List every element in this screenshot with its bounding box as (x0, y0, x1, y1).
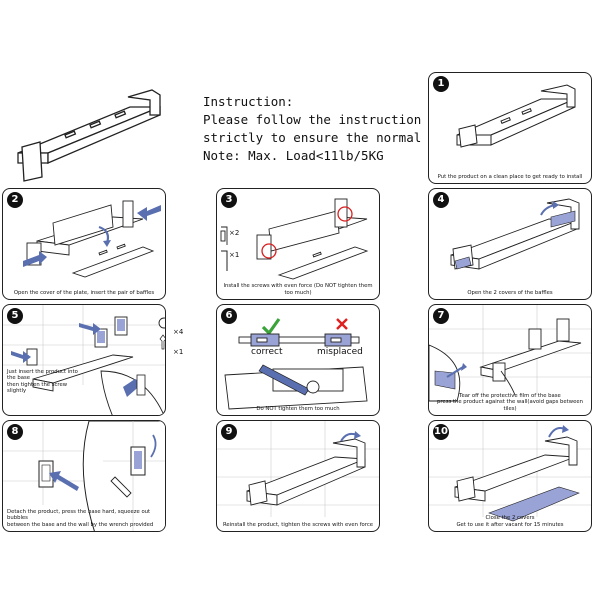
step-2-panel: 2 Open the cover of the plate, insert th… (2, 188, 166, 300)
tightening-comparison-diagram (224, 318, 368, 410)
shelf-icon (456, 84, 576, 148)
misplaced-label: misplaced (317, 347, 363, 357)
caption-line: between the base and the wall by the wre… (7, 521, 154, 528)
instruction-note: Instruction: Please follow the instructi… (203, 93, 459, 165)
step-1-panel: 1 Put the product on a clean place to ge… (428, 72, 592, 184)
step-6-panel: 6 correct misplaced Do NOT tighten them … (216, 304, 380, 416)
reinstall-diagram (217, 421, 379, 517)
caption-line: Get to use it after vacant for 15 minute… (456, 521, 564, 528)
step-10-panel: 10 Close the 2 covers Get to use it afte… (428, 420, 592, 532)
step-4-number: 4 (433, 192, 449, 208)
step-8-caption: Detach the product, press the base hard,… (7, 509, 163, 528)
step-9-number: 9 (221, 424, 237, 440)
step-6-number: 6 (221, 308, 237, 324)
screw-count-label: ×2 (229, 229, 240, 237)
instruction-line: strictly to ensure the normal use. (203, 130, 459, 145)
step-6-caption: Do NOT tighten them too much (256, 405, 340, 412)
hex-key-count-label: ×1 (229, 251, 240, 259)
base-insert-diagram (3, 305, 165, 415)
film-removal-diagram (429, 305, 591, 402)
step-4-panel: 4 Open the 2 covers of the baffles (428, 188, 592, 300)
caption-line: Close the 2 covers (485, 515, 535, 522)
screw-install-diagram (220, 198, 369, 280)
step-4-caption: Open the 2 covers of the baffles (467, 289, 553, 296)
correct-label: correct (251, 347, 283, 357)
caption-line: Detach the product, press the base hard,… (7, 508, 151, 522)
step-8-number: 8 (7, 424, 23, 440)
shelf-illustration (17, 89, 161, 182)
step-1-number: 1 (433, 76, 449, 92)
close-covers-diagram (429, 421, 591, 522)
step-8-panel: 8 Detach the product, press the base har… (2, 420, 166, 532)
caption-line: Tear off the protective film of the base (459, 392, 561, 399)
step-5-caption: Just insert the product into the base th… (7, 369, 87, 395)
step-5-panel: 5 ×4 ×1 Just insert the product into the… (2, 304, 166, 416)
baffle-covers-diagram (450, 198, 580, 270)
step-10-number: 10 (433, 424, 449, 440)
step-7-number: 7 (433, 308, 449, 324)
wrench-count-visible: ×1 (173, 348, 184, 356)
step-9-panel: 9 Reinstall the product, tighten the scr… (216, 420, 380, 532)
caption-line: press the product against the wall(avoid… (437, 399, 583, 412)
step-3-number: 3 (221, 192, 237, 208)
step-5-number: 5 (7, 308, 23, 324)
instruction-line: Please follow the instruction (203, 112, 422, 127)
step-7-caption: Tear off the protective film of the base… (431, 393, 589, 412)
step-1-caption: Put the product on a clean place to get … (437, 173, 583, 180)
max-load-note: Note: Max. Load<11lb/5KG (203, 148, 384, 163)
caption-line: then tighten the screw slightly (7, 381, 68, 395)
instruction-title: Instruction: (203, 94, 294, 109)
step-3-panel: 3 ×2 ×1 Install the screws with even for… (216, 188, 380, 300)
nut-count-visible: ×4 (173, 328, 184, 336)
step-2-number: 2 (7, 192, 23, 208)
step-7-panel: 7 Tear off the protective film of the ba… (428, 304, 592, 416)
step-2-caption: Open the cover of the plate, insert the … (13, 289, 155, 296)
caption-line: Just insert the product into the base (7, 369, 78, 382)
step-9-caption: Reinstall the product, tighten the screw… (222, 521, 374, 528)
step-10-caption: Close the 2 covers Get to use it after v… (431, 515, 589, 528)
plate-baffle-diagram (23, 200, 161, 278)
press-base-diagram (3, 421, 165, 531)
step-3-caption: Install the screws with even force (Do N… (223, 283, 373, 296)
